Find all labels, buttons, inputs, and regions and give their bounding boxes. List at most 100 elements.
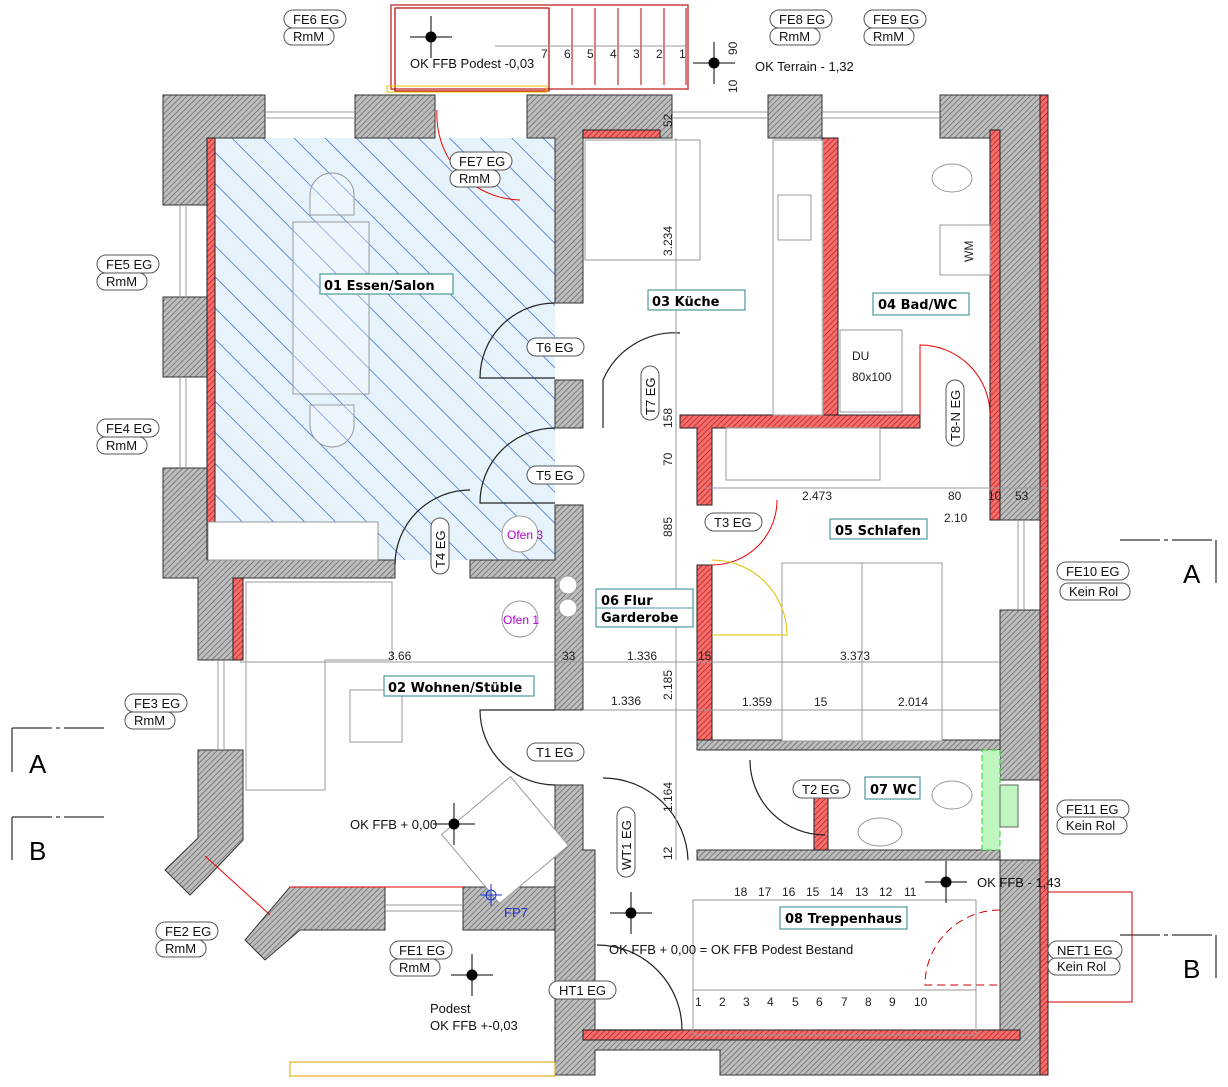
section-a-right: A — [1183, 559, 1201, 589]
svg-text:1.336: 1.336 — [627, 649, 657, 663]
section-b-left: B — [29, 836, 46, 866]
svg-text:7: 7 — [541, 47, 548, 61]
room-label-wc: 07 WC — [870, 783, 917, 798]
svg-text:15: 15 — [806, 885, 820, 899]
svg-text:10: 10 — [988, 489, 1002, 503]
svg-text:2.185: 2.185 — [661, 670, 675, 700]
svg-text:10: 10 — [726, 79, 740, 93]
svg-text:FE11 EG: FE11 EG — [1066, 802, 1119, 817]
wc-green-wall — [981, 749, 1001, 851]
svg-text:RmM: RmM — [134, 713, 165, 728]
svg-text:RmM: RmM — [779, 29, 810, 44]
svg-text:RmM: RmM — [106, 438, 137, 453]
door-tag-t7: T7 EG — [643, 377, 658, 415]
section-b-right: B — [1183, 954, 1200, 984]
svg-text:12: 12 — [661, 846, 675, 860]
svg-text:FE1 EG: FE1 EG — [399, 943, 445, 958]
dimension-lines — [240, 138, 1048, 860]
svg-text:90: 90 — [726, 41, 740, 55]
door-tag-t3: T3 EG — [714, 515, 752, 530]
svg-text:6: 6 — [564, 47, 571, 61]
svg-text:13: 13 — [855, 885, 869, 899]
svg-text:885: 885 — [661, 517, 675, 537]
ofen-3-label: Ofen 3 — [507, 528, 543, 542]
svg-text:Kein Rol: Kein Rol — [1057, 959, 1106, 974]
window-tag-fe8: FE8 EG RmM — [769, 9, 833, 46]
svg-text:Kein Rol: Kein Rol — [1066, 818, 1115, 833]
svg-text:14: 14 — [830, 885, 844, 899]
window-tag-fe9: FE9 EG RmM — [863, 9, 927, 46]
svg-text:RmM: RmM — [873, 29, 904, 44]
svg-text:FE9 EG: FE9 EG — [873, 12, 919, 27]
exterior-stair — [386, 4, 689, 93]
svg-text:FE6 EG: FE6 EG — [293, 12, 339, 27]
svg-text:2: 2 — [656, 47, 663, 61]
svg-text:FE2 EG: FE2 EG — [165, 924, 211, 939]
svg-text:10: 10 — [914, 995, 928, 1009]
svg-text:16: 16 — [782, 885, 796, 899]
svg-text:Kein Rol: Kein Rol — [1069, 584, 1118, 599]
svg-text:7: 7 — [841, 995, 848, 1009]
door-tag-t2: T2 EG — [802, 782, 840, 797]
svg-text:RmM: RmM — [165, 941, 196, 956]
room-label-schlafen: 05 Schlafen — [835, 524, 921, 539]
svg-text:53: 53 — [1015, 489, 1029, 503]
section-lines — [11, 539, 1217, 978]
door-tag-t1: T1 EG — [536, 745, 574, 760]
window-tag-fe2: FE2 EG RmM — [155, 921, 219, 958]
fp7-label: FP7 — [504, 905, 528, 920]
svg-text:5: 5 — [792, 995, 799, 1009]
svg-text:1: 1 — [695, 995, 702, 1009]
furniture — [207, 139, 991, 1077]
svg-text:RmM: RmM — [106, 274, 137, 289]
svg-text:158: 158 — [661, 408, 675, 428]
door-tag-t6: T6 EG — [536, 340, 574, 355]
svg-text:33: 33 — [562, 649, 576, 663]
door-swings — [394, 109, 1001, 1031]
svg-text:17: 17 — [758, 885, 772, 899]
svg-text:1: 1 — [679, 47, 686, 61]
door-tag-wt1: WT1 EG — [619, 820, 634, 870]
washing-machine-label: WM — [962, 241, 976, 262]
level-podest-top: OK FFB Podest -0,03 — [410, 56, 534, 71]
shower-size: 80x100 — [852, 370, 892, 384]
svg-text:15: 15 — [698, 649, 712, 663]
svg-text:FE10 EG: FE10 EG — [1066, 564, 1119, 579]
svg-text:52: 52 — [661, 113, 675, 127]
level-markers — [410, 16, 967, 996]
window-tag-fe6: FE6 EG RmM — [283, 9, 347, 46]
svg-text:2: 2 — [719, 995, 726, 1009]
svg-text:12: 12 — [879, 885, 893, 899]
room-label-flur: 06 Flur — [601, 594, 653, 609]
level-texts: OK FFB Podest -0,03 OK Terrain - 1,32 OK… — [350, 56, 1061, 1033]
svg-text:FE4 EG: FE4 EG — [106, 421, 152, 436]
svg-text:11: 11 — [904, 885, 917, 899]
ofen-1-label: Ofen 1 — [503, 613, 539, 627]
door-tag-t4: T4 EG — [433, 530, 448, 568]
svg-text:FE8 EG: FE8 EG — [779, 12, 825, 27]
svg-text:1.336: 1.336 — [611, 694, 641, 708]
door-tag-ht1: HT1 EG — [559, 983, 606, 998]
svg-text:5: 5 — [587, 47, 594, 61]
door-tag-t5: T5 EG — [536, 468, 574, 483]
level-ffb-stair: OK FFB - 1,43 — [977, 875, 1061, 890]
shower-label: DU — [852, 349, 869, 363]
svg-text:4: 4 — [767, 995, 774, 1009]
door-tags: T6 EG T5 EG T4 EG T7 EG T8-N EG T3 EG T1… — [430, 337, 965, 1000]
svg-text:4: 4 — [610, 47, 617, 61]
svg-text:FE5 EG: FE5 EG — [106, 257, 152, 272]
svg-text:80: 80 — [948, 489, 962, 503]
door-tag-t8n: T8-N EG — [948, 390, 963, 441]
svg-text:3: 3 — [743, 995, 750, 1009]
svg-text:2.10: 2.10 — [944, 511, 968, 525]
svg-text:3.66: 3.66 — [388, 649, 412, 663]
level-ffb-main: OK FFB + 0,00 — [350, 817, 437, 832]
svg-text:1.164: 1.164 — [661, 782, 675, 812]
svg-text:RmM: RmM — [293, 29, 324, 44]
svg-text:3.373: 3.373 — [840, 649, 870, 663]
